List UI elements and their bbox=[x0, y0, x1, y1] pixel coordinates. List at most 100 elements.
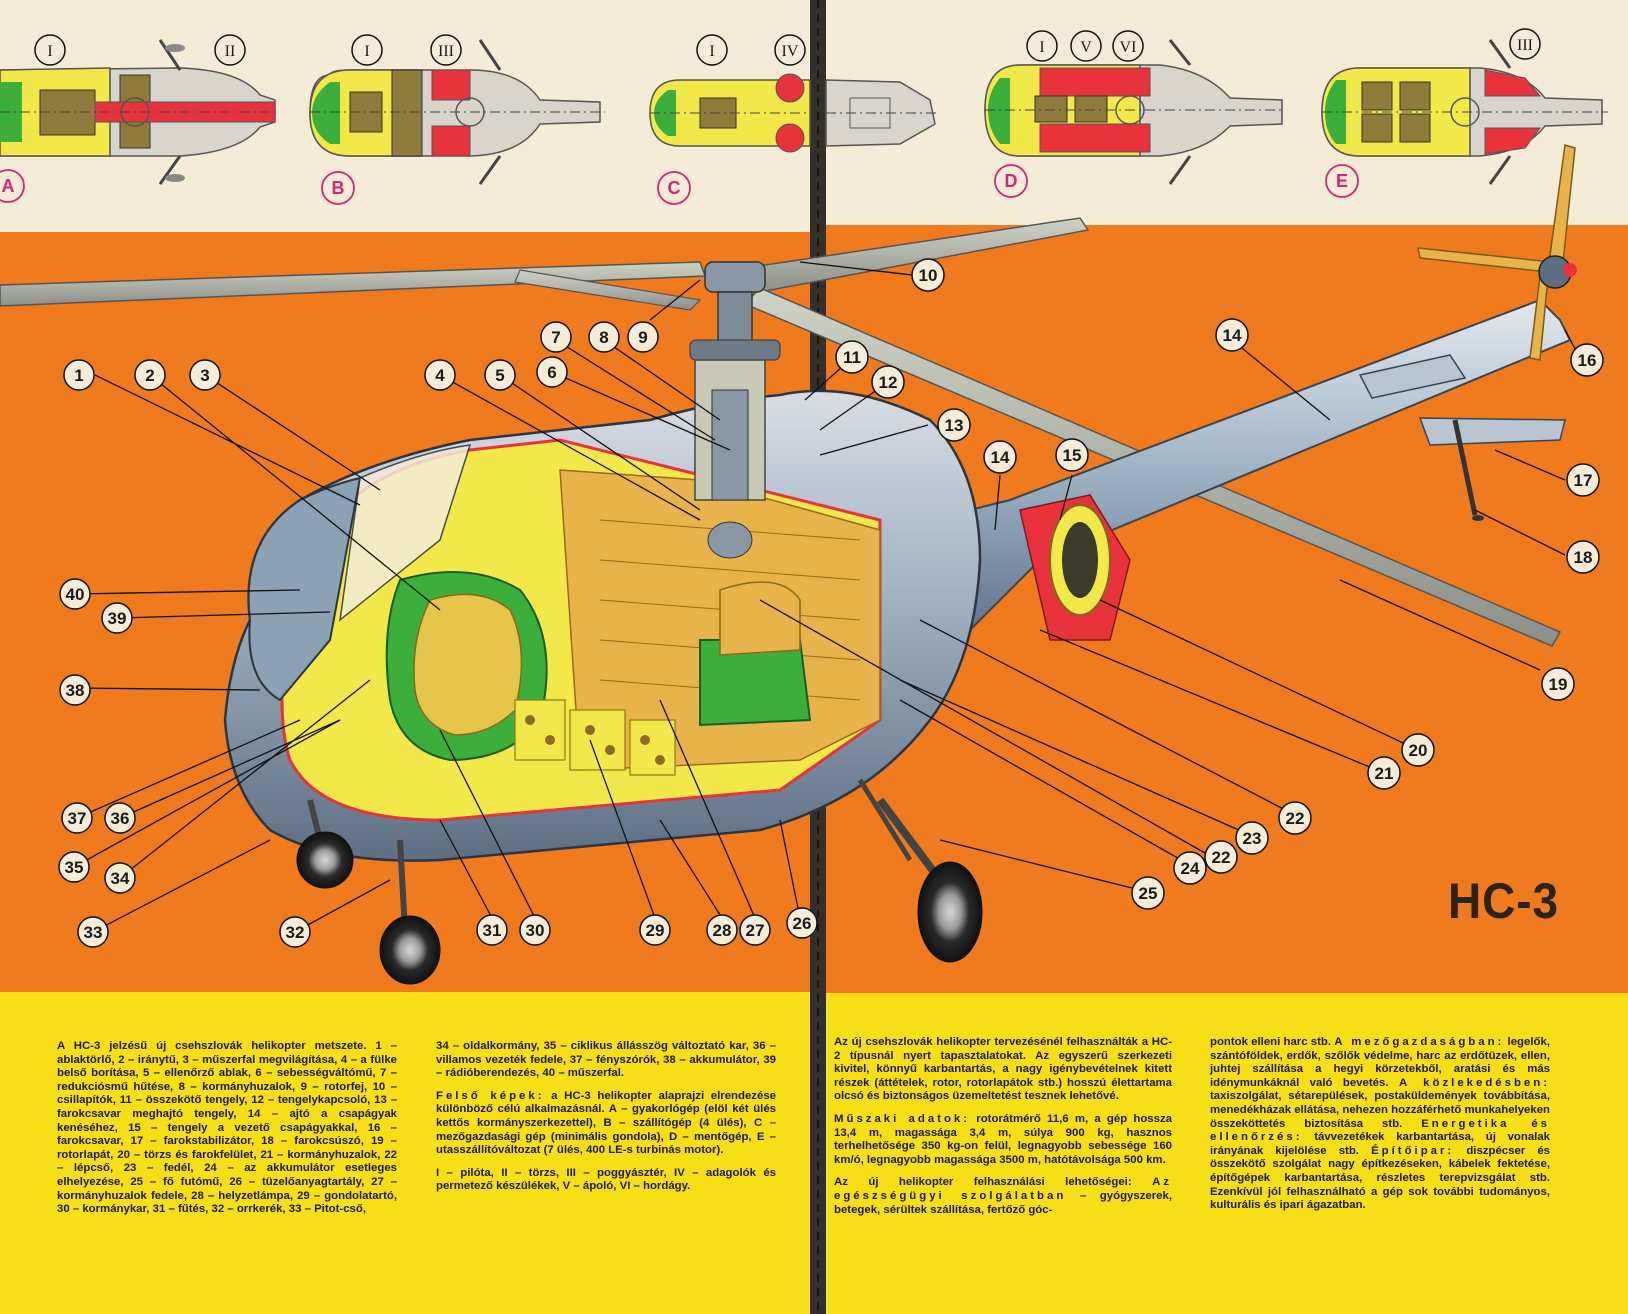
callout-30: 30 bbox=[519, 914, 551, 946]
svg-text:36: 36 bbox=[111, 809, 130, 828]
svg-text:10: 10 bbox=[919, 266, 938, 285]
text-column-3: Az új csehszlovák helikopter tervezéséné… bbox=[834, 1036, 1172, 1226]
callout-20: 20 bbox=[1401, 733, 1435, 767]
callout-16: 16 bbox=[1570, 343, 1604, 377]
plan-view-b bbox=[309, 39, 605, 185]
view-letter-e: E bbox=[1325, 164, 1359, 198]
callout-4: 4 bbox=[424, 359, 456, 391]
svg-text:1: 1 bbox=[74, 366, 83, 385]
callout-13: 13 bbox=[937, 408, 971, 442]
callout-18: 18 bbox=[1566, 540, 1600, 574]
svg-text:I: I bbox=[709, 43, 714, 60]
svg-text:2: 2 bbox=[145, 366, 154, 385]
callout-5: 5 bbox=[484, 359, 516, 391]
callout-8: 8 bbox=[588, 321, 620, 353]
plan-d-label-v: V bbox=[1070, 30, 1102, 62]
view-letter-b: B bbox=[321, 171, 355, 205]
svg-text:III: III bbox=[1517, 37, 1533, 54]
model-title: HC-3 bbox=[1448, 873, 1560, 929]
callout-26: 26 bbox=[786, 907, 818, 939]
svg-text:18: 18 bbox=[1574, 548, 1593, 567]
plan-view-e bbox=[1321, 39, 1608, 185]
plan-view-letters: A B C D E bbox=[0, 164, 1359, 205]
callout-22-a: 22 bbox=[1278, 801, 1312, 835]
callout-9: 9 bbox=[627, 321, 659, 353]
svg-text:25: 25 bbox=[1139, 884, 1158, 903]
svg-text:11: 11 bbox=[843, 348, 861, 367]
view-letter-c: C bbox=[657, 171, 691, 205]
svg-text:14: 14 bbox=[991, 448, 1010, 467]
svg-text:E: E bbox=[1336, 171, 1348, 191]
plan-a-label-ii: II bbox=[214, 34, 246, 66]
parts-legend-part1: A HC-3 jelzésű új csehszlovák helikopter… bbox=[57, 1040, 397, 1216]
svg-text:17: 17 bbox=[1574, 471, 1593, 490]
parts-legend-part2: 34 – oldalkormány, 35 – ciklikus állássz… bbox=[436, 1040, 776, 1080]
svg-text:32: 32 bbox=[286, 923, 305, 942]
callout-2: 2 bbox=[134, 359, 166, 391]
callout-25: 25 bbox=[1131, 876, 1165, 910]
plan-view-labels: I II I III I IV I V VI III bbox=[34, 28, 1541, 66]
svg-text:34: 34 bbox=[111, 869, 130, 888]
svg-text:19: 19 bbox=[1549, 675, 1568, 694]
callout-17: 17 bbox=[1566, 463, 1600, 497]
svg-text:23: 23 bbox=[1243, 829, 1262, 848]
svg-text:I: I bbox=[47, 43, 52, 60]
text-column-4: pontok elleni harc stb. A mezőgazdaságba… bbox=[1210, 1036, 1550, 1222]
plan-view-a bbox=[0, 39, 280, 185]
svg-text:C: C bbox=[668, 178, 681, 198]
leader-lines bbox=[73, 261, 1581, 933]
callout-22-b: 22 bbox=[1204, 840, 1238, 874]
svg-text:9: 9 bbox=[638, 328, 647, 347]
callout-31: 31 bbox=[476, 914, 508, 946]
plan-views-body: a HC-3 helikopter alaprajzi elrendezése … bbox=[436, 1089, 776, 1157]
svg-text:29: 29 bbox=[646, 921, 665, 940]
uses-list: pontok elleni harc stb. A mezőgazdaságba… bbox=[1210, 1036, 1551, 1212]
callout-3: 3 bbox=[189, 359, 221, 391]
callout-10: 10 bbox=[911, 258, 945, 292]
plan-e-label-iii: III bbox=[1509, 28, 1541, 60]
svg-text:7: 7 bbox=[551, 328, 560, 347]
svg-text:20: 20 bbox=[1409, 741, 1428, 760]
callout-7: 7 bbox=[540, 321, 572, 353]
callout-1: 1 bbox=[63, 359, 95, 391]
svg-text:4: 4 bbox=[435, 366, 445, 385]
uses-intro: Az új helikopter felhasználási lehetőség… bbox=[834, 1176, 1173, 1216]
callout-27: 27 bbox=[739, 914, 771, 946]
svg-text:8: 8 bbox=[599, 328, 608, 347]
callout-19: 19 bbox=[1541, 667, 1575, 701]
callout-21: 21 bbox=[1367, 756, 1401, 790]
text-column-1: A HC-3 jelzésű új csehszlovák helikopter… bbox=[57, 1040, 397, 1226]
text-column-2: 34 – oldalkormány, 35 – ciklikus állássz… bbox=[436, 1040, 776, 1203]
fuselage bbox=[223, 359, 1131, 862]
callout-32: 32 bbox=[279, 916, 311, 948]
svg-text:VI: VI bbox=[1120, 39, 1137, 56]
callout-35: 35 bbox=[58, 851, 90, 883]
svg-text:37: 37 bbox=[68, 809, 87, 828]
callout-38: 38 bbox=[59, 674, 91, 706]
svg-text:22: 22 bbox=[1286, 809, 1305, 828]
svg-text:16: 16 bbox=[1578, 351, 1597, 370]
svg-text:II: II bbox=[225, 43, 236, 60]
svg-text:15: 15 bbox=[1063, 446, 1082, 465]
callout-33: 33 bbox=[77, 916, 109, 948]
callout-15: 15 bbox=[1055, 438, 1089, 472]
svg-text:28: 28 bbox=[713, 921, 732, 940]
callout-36: 36 bbox=[104, 802, 136, 834]
callout-labels: 1 2 3 4 5 6 7 8 9 10 11 12 13 14 14 15 1… bbox=[58, 258, 1604, 948]
svg-text:21: 21 bbox=[1375, 764, 1394, 783]
plan-view-c bbox=[649, 73, 940, 153]
plan-views-lead: Felső képek: bbox=[436, 1089, 545, 1102]
svg-text:26: 26 bbox=[793, 914, 812, 933]
svg-text:IV: IV bbox=[782, 43, 799, 60]
callout-39: 39 bbox=[101, 602, 133, 634]
callout-11: 11 bbox=[835, 340, 869, 374]
svg-text:35: 35 bbox=[65, 858, 84, 877]
svg-text:38: 38 bbox=[66, 681, 85, 700]
svg-text:D: D bbox=[1005, 171, 1018, 191]
callout-28: 28 bbox=[706, 914, 738, 946]
svg-text:3: 3 bbox=[200, 366, 209, 385]
svg-text:13: 13 bbox=[945, 416, 964, 435]
callout-14-body: 14 bbox=[983, 440, 1017, 474]
